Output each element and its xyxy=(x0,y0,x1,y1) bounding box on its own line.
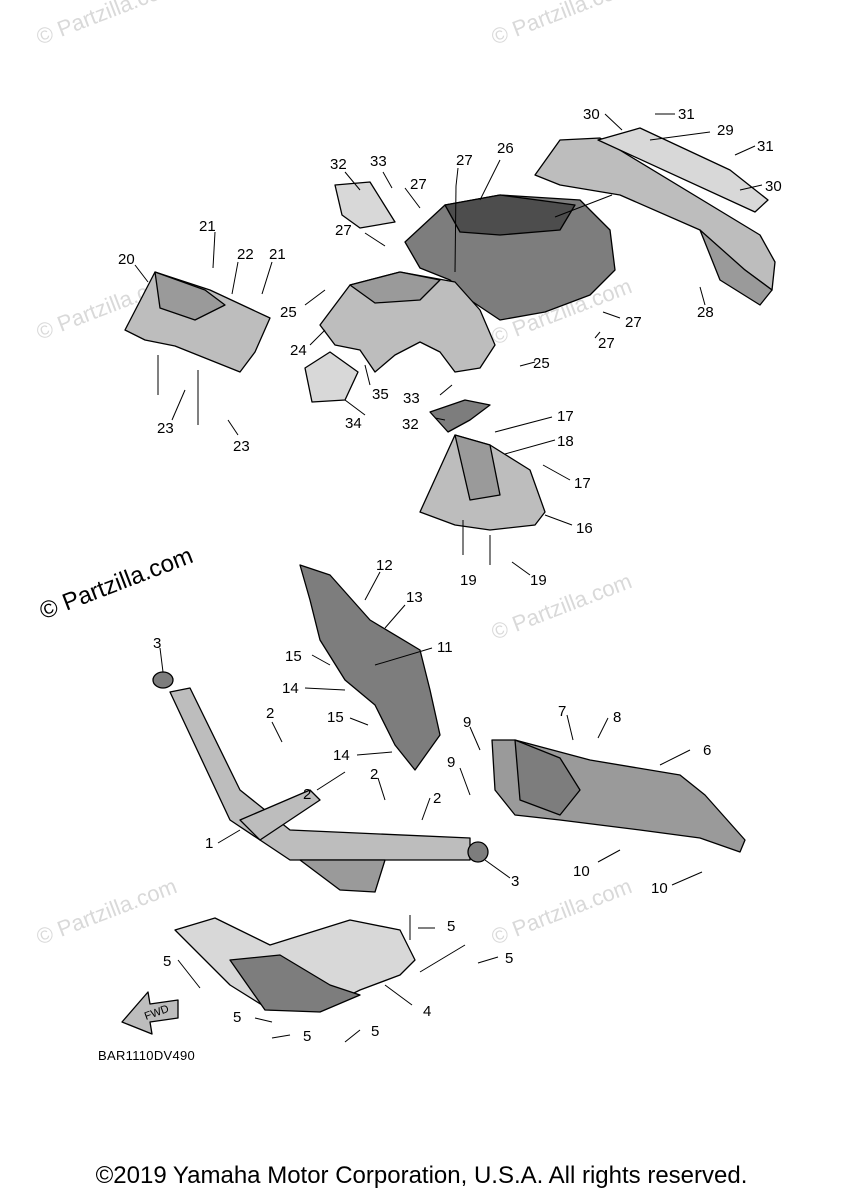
callout-label: 27 xyxy=(598,335,615,352)
callout-label: 23 xyxy=(157,420,174,437)
callout-label: 25 xyxy=(533,355,550,372)
faint-watermark: © Partzilla.com xyxy=(33,0,180,50)
callout-label: 10 xyxy=(651,880,668,897)
callout-label: 27 xyxy=(335,222,352,239)
callout-label: 15 xyxy=(285,648,302,665)
callout-label: 1 xyxy=(205,835,213,852)
callout-label: 19 xyxy=(530,572,547,589)
callout-label: 14 xyxy=(282,680,299,697)
bracket-32-34 xyxy=(304,181,491,433)
callout-label: 10 xyxy=(573,863,590,880)
callout-label: 23 xyxy=(233,438,250,455)
callout-label: 5 xyxy=(233,1009,241,1026)
rear-guard-6 xyxy=(491,739,746,853)
callout-label: 2 xyxy=(266,705,274,722)
callout-label: 5 xyxy=(163,953,171,970)
callout-label: 28 xyxy=(697,304,714,321)
faint-watermark: © Partzilla.com xyxy=(488,568,635,644)
skid-plate-4 xyxy=(174,917,416,1013)
callout-label: 5 xyxy=(447,918,455,935)
callout-label: 20 xyxy=(118,251,135,268)
callout-label: 24 xyxy=(290,342,307,359)
callout-label: 26 xyxy=(497,140,514,157)
callout-label: 11 xyxy=(437,639,453,656)
callout-label: 8 xyxy=(613,709,621,726)
fwd-arrow-icon: FWD xyxy=(121,991,179,1035)
diagram-code: BAR1110DV490 xyxy=(98,1048,196,1063)
left-guard-20 xyxy=(124,271,271,373)
callout-label: 27 xyxy=(410,176,427,193)
callout-label: 17 xyxy=(557,408,574,425)
callout-label: 30 xyxy=(583,106,600,123)
callout-label: 17 xyxy=(574,475,591,492)
callout-label: 31 xyxy=(678,106,695,123)
callout-label: 5 xyxy=(303,1028,311,1045)
callout-label: 13 xyxy=(406,589,423,606)
faint-watermark: © Partzilla.com xyxy=(33,873,180,949)
callout-label: 4 xyxy=(423,1003,431,1020)
callout-label: 31 xyxy=(757,138,774,155)
callout-label: 9 xyxy=(463,714,471,731)
callout-label: 3 xyxy=(511,873,519,890)
callout-label: 32 xyxy=(402,416,419,433)
side-panel-11 xyxy=(299,564,441,771)
callout-label: 2 xyxy=(433,790,441,807)
faint-watermark: © Partzilla.com xyxy=(488,873,635,949)
callout-label: 5 xyxy=(505,950,513,967)
callout-label: 33 xyxy=(403,390,420,407)
front-cover-24 xyxy=(319,271,496,373)
callout-label: 30 xyxy=(765,178,782,195)
callout-label: 3 xyxy=(153,635,161,652)
callout-label: 18 xyxy=(557,433,574,450)
callout-label: 19 xyxy=(460,572,477,589)
callout-label: 7 xyxy=(558,703,566,720)
callout-label: 21 xyxy=(269,246,286,263)
rear-fender-guard-28 xyxy=(534,127,776,306)
callout-label: 2 xyxy=(370,766,378,783)
callout-label: 6 xyxy=(703,742,711,759)
callout-label: 27 xyxy=(625,314,642,331)
callout-label: 32 xyxy=(330,156,347,173)
faint-watermark: © Partzilla.com xyxy=(488,0,635,50)
callout-label: 16 xyxy=(576,520,593,537)
bumper-tube-1 xyxy=(152,671,489,893)
callout-label: 33 xyxy=(370,153,387,170)
callout-label: 21 xyxy=(199,218,216,235)
callout-label: 29 xyxy=(717,122,734,139)
callout-numbers: 1 2 2 2 2 3 3 4 5 5 5 5 5 5 6 7 8 9 9 10… xyxy=(118,106,782,1045)
copyright-notice: ©2019 Yamaha Motor Corporation, U.S.A. A… xyxy=(95,1162,748,1189)
callout-label: 14 xyxy=(333,747,350,764)
callout-label: 22 xyxy=(237,246,254,263)
callout-label: 25 xyxy=(280,304,297,321)
leader-lines xyxy=(134,113,763,1043)
callout-label: 27 xyxy=(456,152,473,169)
callout-label: 34 xyxy=(345,415,362,432)
callout-label: 35 xyxy=(372,386,389,403)
callout-label: 9 xyxy=(447,754,455,771)
callout-label: 5 xyxy=(371,1023,379,1040)
top-cover-26 xyxy=(404,194,616,321)
callout-label: 15 xyxy=(327,709,344,726)
callout-label: 2 xyxy=(303,786,311,803)
right-guard-16 xyxy=(419,434,546,531)
callout-label: 12 xyxy=(376,557,393,574)
